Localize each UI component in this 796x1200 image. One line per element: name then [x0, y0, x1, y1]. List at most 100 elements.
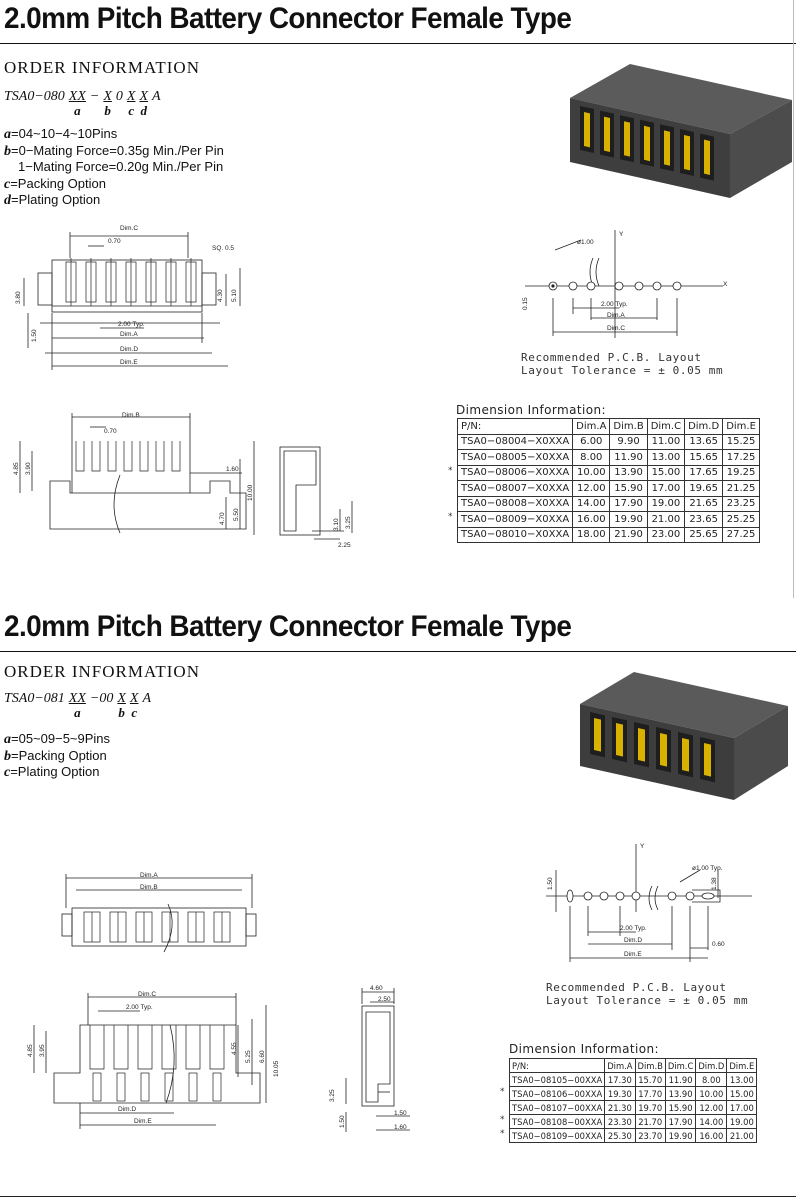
gold-contact [664, 130, 670, 166]
front-view-drawing: Dim.B 0.70 1.60 4.85 3.90 4.70 5.50 10.0… [13, 412, 353, 549]
part-number-cell: TSA0−08105−00XXA [508, 1072, 606, 1087]
option-text: 1−Mating Force=0.20g Min./Per Pin [18, 159, 224, 174]
dimension-cell: 17.00 [646, 480, 686, 497]
order-option: b=Packing Option [4, 748, 110, 765]
front-pitch: 0.70 [104, 428, 117, 435]
part-number-key: b [104, 103, 111, 118]
slot-outline [161, 1025, 177, 1070]
dimension-cell: 11.90 [664, 1072, 697, 1087]
gold-contact [682, 738, 689, 772]
dimension-cell: 13.90 [609, 464, 648, 481]
part-number-code: TSA0−080 [4, 89, 65, 104]
slot-outline [107, 441, 117, 472]
pcb-caption: Recommended P.C.B. Layout Layout Toleran… [546, 981, 748, 1007]
front-dim-b: Dim.B [122, 412, 140, 419]
pcb-015-label: 0.15 [522, 297, 529, 310]
front-160: 1.60 [226, 466, 239, 473]
part-number-cell: TSA0−08010−X0XXA [456, 526, 574, 543]
label-dim-a: Dim.A [120, 331, 138, 338]
front2-dim-c: Dim.C [138, 991, 156, 998]
gold-contact [644, 125, 650, 162]
dimension-cell: 23.00 [646, 526, 686, 543]
pcb-dim-c: Dim.C [607, 325, 625, 332]
pcb-hole [614, 281, 624, 291]
part-number-cell: TSA0−08108−00XXA [508, 1114, 606, 1129]
dimension-cell: 15.90 [609, 480, 648, 497]
dimension-heading: Dimension Information: [456, 403, 606, 417]
part-number-code: A [142, 691, 152, 706]
gold-contact [660, 733, 667, 767]
dimension-cell: 21.70 [634, 1114, 666, 1129]
dimension-cell: 6.00 [572, 433, 611, 450]
part-number-code: 0 [115, 89, 123, 104]
part-number-code: − [89, 89, 100, 104]
pcb-hole [583, 891, 593, 901]
part-number-segment: − [90, 89, 99, 104]
pcb-hole [652, 281, 662, 291]
dimension-cell: 14.00 [572, 495, 611, 512]
bottom-rule [0, 1196, 796, 1197]
part-number-code: X [103, 89, 112, 104]
pcb-dia-label: ø1.00 [577, 239, 594, 246]
pcb2-dim-d: Dim.D [624, 937, 642, 944]
dimension-cell: 23.70 [634, 1128, 666, 1143]
side2-150b: 1.50 [394, 1110, 407, 1117]
pcb-hole [685, 891, 695, 901]
column-header: Dim.B [634, 1058, 666, 1073]
part-number-segment: A [152, 89, 161, 104]
side2-160: 1.60 [394, 1124, 407, 1131]
slot-outline [75, 441, 85, 472]
dimension-cell: 12.00 [695, 1100, 728, 1115]
edge-rule [793, 0, 794, 598]
dimension-cell: 15.65 [684, 449, 724, 466]
dimension-cell: 19.00 [646, 495, 686, 512]
side2-250: 2.50 [378, 996, 391, 1003]
side2-460: 4.60 [370, 985, 383, 992]
pcb-typ-label: 2.00 Typ. [601, 301, 628, 308]
row-marker: * [500, 1115, 505, 1125]
column-header: Dim.A [572, 418, 611, 435]
dimension-cell: 18.00 [572, 526, 611, 543]
part-number-cell: TSA0−08004−X0XXA [456, 433, 574, 450]
slot-outline [89, 1025, 105, 1070]
front-485: 4.85 [13, 462, 20, 475]
label-dim-c: Dim.C [120, 225, 138, 232]
axis-y-label: Y [619, 231, 624, 238]
part-number-segment: −00 [90, 691, 113, 706]
dimension-cell: 23.25 [722, 495, 760, 512]
gold-contact [594, 718, 601, 752]
option-text: =Plating Option [11, 192, 101, 207]
slot-outline [185, 1025, 201, 1070]
option-key: b [4, 748, 11, 764]
column-header: P/N: [508, 1058, 606, 1073]
pcb-peg-hole [701, 892, 715, 900]
pcb-hole [586, 281, 596, 291]
pcb-caption-line-2: Layout Tolerance = ± 0.05 mm [546, 994, 749, 1007]
slot-outline [123, 441, 133, 472]
dimension-cell: 8.00 [572, 449, 611, 466]
part-number-key: a [74, 705, 81, 720]
side-225: 2.25 [338, 542, 351, 549]
dimension-cell: 21.90 [609, 526, 648, 543]
front2-485: 4.85 [27, 1044, 34, 1057]
column-header: Dim.A [604, 1058, 636, 1073]
part-number-cell: TSA0−08008−X0XXA [456, 495, 574, 512]
front2-1005: 10.05 [273, 1060, 280, 1077]
part-number-cell: TSA0−08007−X0XXA [456, 480, 574, 497]
